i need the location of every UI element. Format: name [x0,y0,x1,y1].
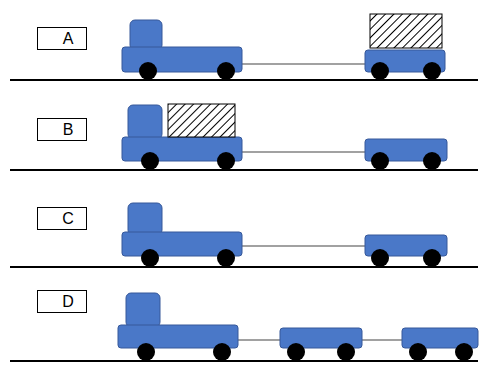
tow-bar [238,64,402,340]
label-box: C [37,207,87,230]
label-box: D [37,290,87,313]
label-box: B [37,118,87,141]
vehicle-body [118,20,478,348]
label-box: A [37,27,87,50]
wheel [137,62,473,361]
ground-line [10,80,478,361]
row-letter: C [50,211,74,227]
row-letter: B [51,122,74,138]
cargo-load [168,14,442,137]
row-letter: D [50,294,74,310]
row-letter: A [51,31,74,47]
